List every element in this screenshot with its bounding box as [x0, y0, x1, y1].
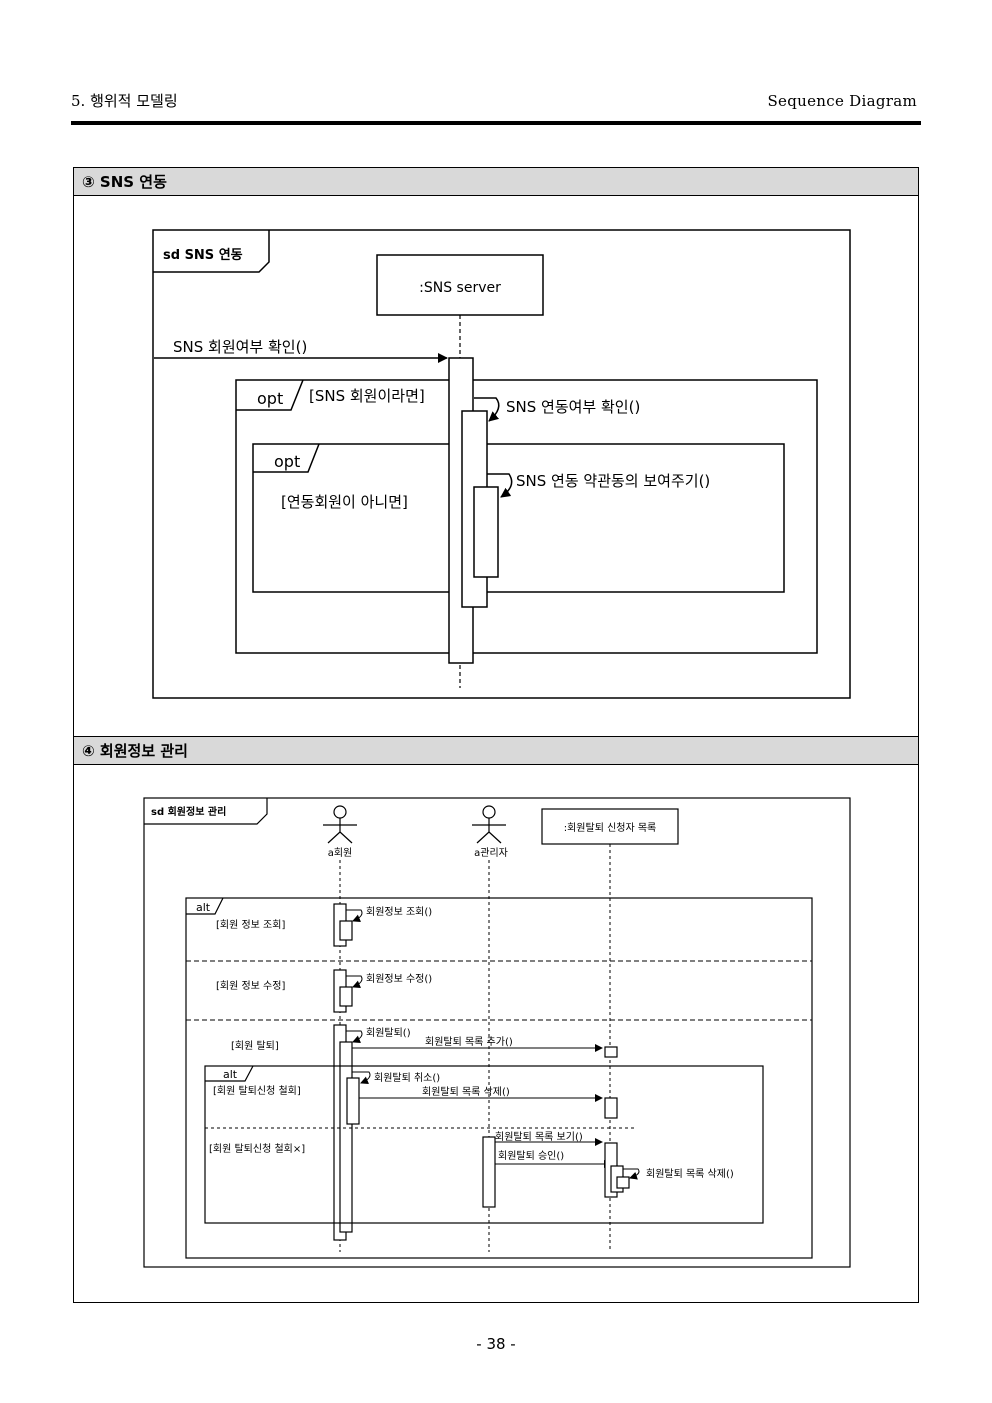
section-title-member: ④ 회원정보 관리: [74, 737, 918, 765]
sd-frame-tab: [144, 798, 268, 825]
actor-member-label: a회원: [328, 847, 353, 859]
message-add-list-label: 회원탈퇴 목록 추가(): [425, 1035, 513, 1048]
header-rule: [71, 121, 921, 125]
sd-frame: [152, 229, 851, 699]
section-sns: ③ SNS 연동 sd SNS 연동 :SNS server opt [SNS …: [73, 167, 919, 737]
message-view-list-label: 회원탈퇴 목록 보기(): [495, 1130, 583, 1143]
self-message-edit-label: 회원정보 수정(): [366, 973, 432, 985]
actor-admin-label: a관리자: [474, 847, 508, 859]
activation-cancel: [346, 1077, 360, 1125]
guard-view: [회원 정보 조회]: [216, 919, 285, 931]
self-message-cancel: [352, 1071, 371, 1084]
alt-fragment-tab: [186, 897, 224, 915]
activation-view-2: [339, 920, 353, 941]
page-number: - 38 -: [476, 1335, 516, 1353]
message-delete-list-label: 회원탈퇴 목록 삭제(): [422, 1085, 510, 1098]
self-message-edit: [346, 975, 363, 988]
section-title-sns: ③ SNS 연동: [74, 168, 918, 196]
actor-admin-icon: [472, 805, 506, 844]
activation-3: [473, 486, 499, 578]
sd-frame-label: sd 회원정보 관리: [151, 805, 226, 818]
opt-fragment-2: [252, 443, 785, 593]
activation-object-final: [616, 1176, 630, 1189]
self-message-final: [623, 1168, 640, 1180]
sequence-diagram-sns: sd SNS 연동 :SNS server opt [SNS 회원이라면] op…: [152, 229, 851, 699]
lifeline-head: [376, 254, 544, 316]
section-title: Sequence Diagram: [767, 92, 917, 110]
self-message-final-label: 회원탈퇴 목록 삭제(): [646, 1167, 734, 1180]
self-message-2: [487, 473, 513, 498]
activation-object-delete: [604, 1097, 618, 1119]
alt-fragment: [185, 897, 813, 1259]
message-approve-label: 회원탈퇴 승인(): [498, 1149, 564, 1162]
self-message-2-label: SNS 연동 약관동의 보여주기(): [516, 472, 710, 490]
sd-frame-tab: [153, 230, 270, 273]
section-member: ④ 회원정보 관리 sd 회원정보 관리 a회원 a관리자: [73, 736, 919, 1303]
message-in-label: SNS 회원여부 확인(): [173, 338, 307, 356]
self-message-1: [474, 397, 500, 422]
self-message-withdraw-label: 회원탈퇴(): [366, 1026, 411, 1039]
opt-fragment-2-guard: [연동회원이 아니면]: [281, 493, 408, 511]
sd-frame: [143, 797, 851, 1268]
guard-edit: [회원 정보 수정]: [216, 980, 285, 992]
chapter-title: 5. 행위적 모델링: [71, 92, 178, 110]
sequence-diagram-member: sd 회원정보 관리 a회원 a관리자 :회원탈퇴 신청자 목록 alt: [143, 797, 851, 1268]
self-message-view: [346, 909, 363, 922]
opt-fragment-2-tab: [253, 443, 320, 473]
activation-object-add: [604, 1046, 618, 1058]
guard-cancel: [회원 탈퇴신청 철회]: [213, 1084, 301, 1097]
alt-fragment-label: alt: [196, 901, 211, 914]
inner-alt-fragment-tab: [205, 1065, 254, 1082]
sd-frame-label: sd SNS 연동: [163, 248, 243, 263]
self-message-withdraw: [346, 1030, 363, 1043]
opt-fragment-2-label: opt: [274, 452, 300, 471]
activation-admin: [482, 1136, 496, 1208]
opt-fragment-1-guard: [SNS 회원이라면]: [309, 387, 425, 405]
object-withdraw-list-label: :회원탈퇴 신청자 목록: [564, 821, 657, 834]
inner-alt-fragment-label: alt: [223, 1068, 238, 1081]
self-message-1-label: SNS 연동여부 확인(): [506, 398, 640, 416]
self-message-view-label: 회원정보 조회(): [366, 906, 432, 918]
activation-edit-2: [339, 986, 353, 1007]
inner-alt-fragment: [204, 1065, 764, 1224]
lifeline-label: :SNS server: [419, 280, 501, 296]
opt-fragment-1: [235, 379, 818, 654]
guard-no-cancel: [회원 탈퇴신청 철회×]: [209, 1142, 305, 1155]
guard-withdraw: [회원 탈퇴]: [231, 1039, 279, 1052]
activation-withdraw-2: [339, 1041, 353, 1233]
opt-fragment-1-label: opt: [257, 389, 283, 408]
opt-fragment-1-tab: [236, 379, 304, 411]
self-message-cancel-label: 회원탈퇴 취소(): [374, 1071, 440, 1084]
actor-member-icon: [323, 805, 357, 844]
